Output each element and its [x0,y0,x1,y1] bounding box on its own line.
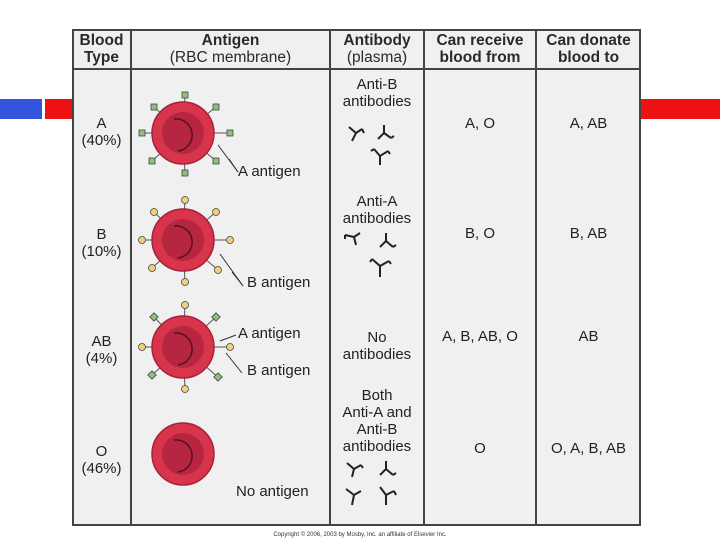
receive-ab: A, B, AB, O [442,328,518,345]
decor-bar-red-left [45,99,75,119]
antigen-label-o: No antigen [236,483,309,500]
decor-bar-blue [0,99,42,119]
rbc-type-o-icon [151,422,215,486]
table-grid [72,29,641,526]
anti-b-antibodies-icon [348,125,395,165]
antigen-label-b: B antigen [247,274,311,291]
blood-type-b: B(10%) [81,226,122,260]
header-antigen: Antigen(RBC membrane) [169,32,292,66]
donate-b: B, AB [569,225,608,242]
blood-type-o: O(46%) [81,443,122,477]
decor-bar-red-right [641,99,720,119]
donate-o: O, A, B, AB [550,440,627,457]
header-antibody: Antibody(plasma) [343,32,411,66]
antigen-label-ab-a: A antigen [238,325,301,342]
receive-o: O [474,440,486,457]
copyright-notice: Copyright © 2006, 2003 by Mosby, Inc. an… [273,532,447,538]
rbc-type-b-icon [138,196,244,287]
receive-a: A, O [464,115,495,132]
donate-ab: AB [578,328,599,345]
receive-b: B, O [464,225,495,242]
anti-a-antibodies-icon [344,232,397,277]
blood-type-ab: AB(4%) [85,333,118,367]
donate-a: A, AB [569,115,608,132]
antigen-label-ab-b: B antigen [247,362,311,379]
rbc-type-ab-icon [138,301,243,393]
rbc-type-a-icon [138,91,239,177]
anti-a-and-anti-b-antibodies-icon [345,461,397,506]
blood-type-a: A(40%) [81,115,122,149]
antigen-label-a: A antigen [238,163,301,180]
